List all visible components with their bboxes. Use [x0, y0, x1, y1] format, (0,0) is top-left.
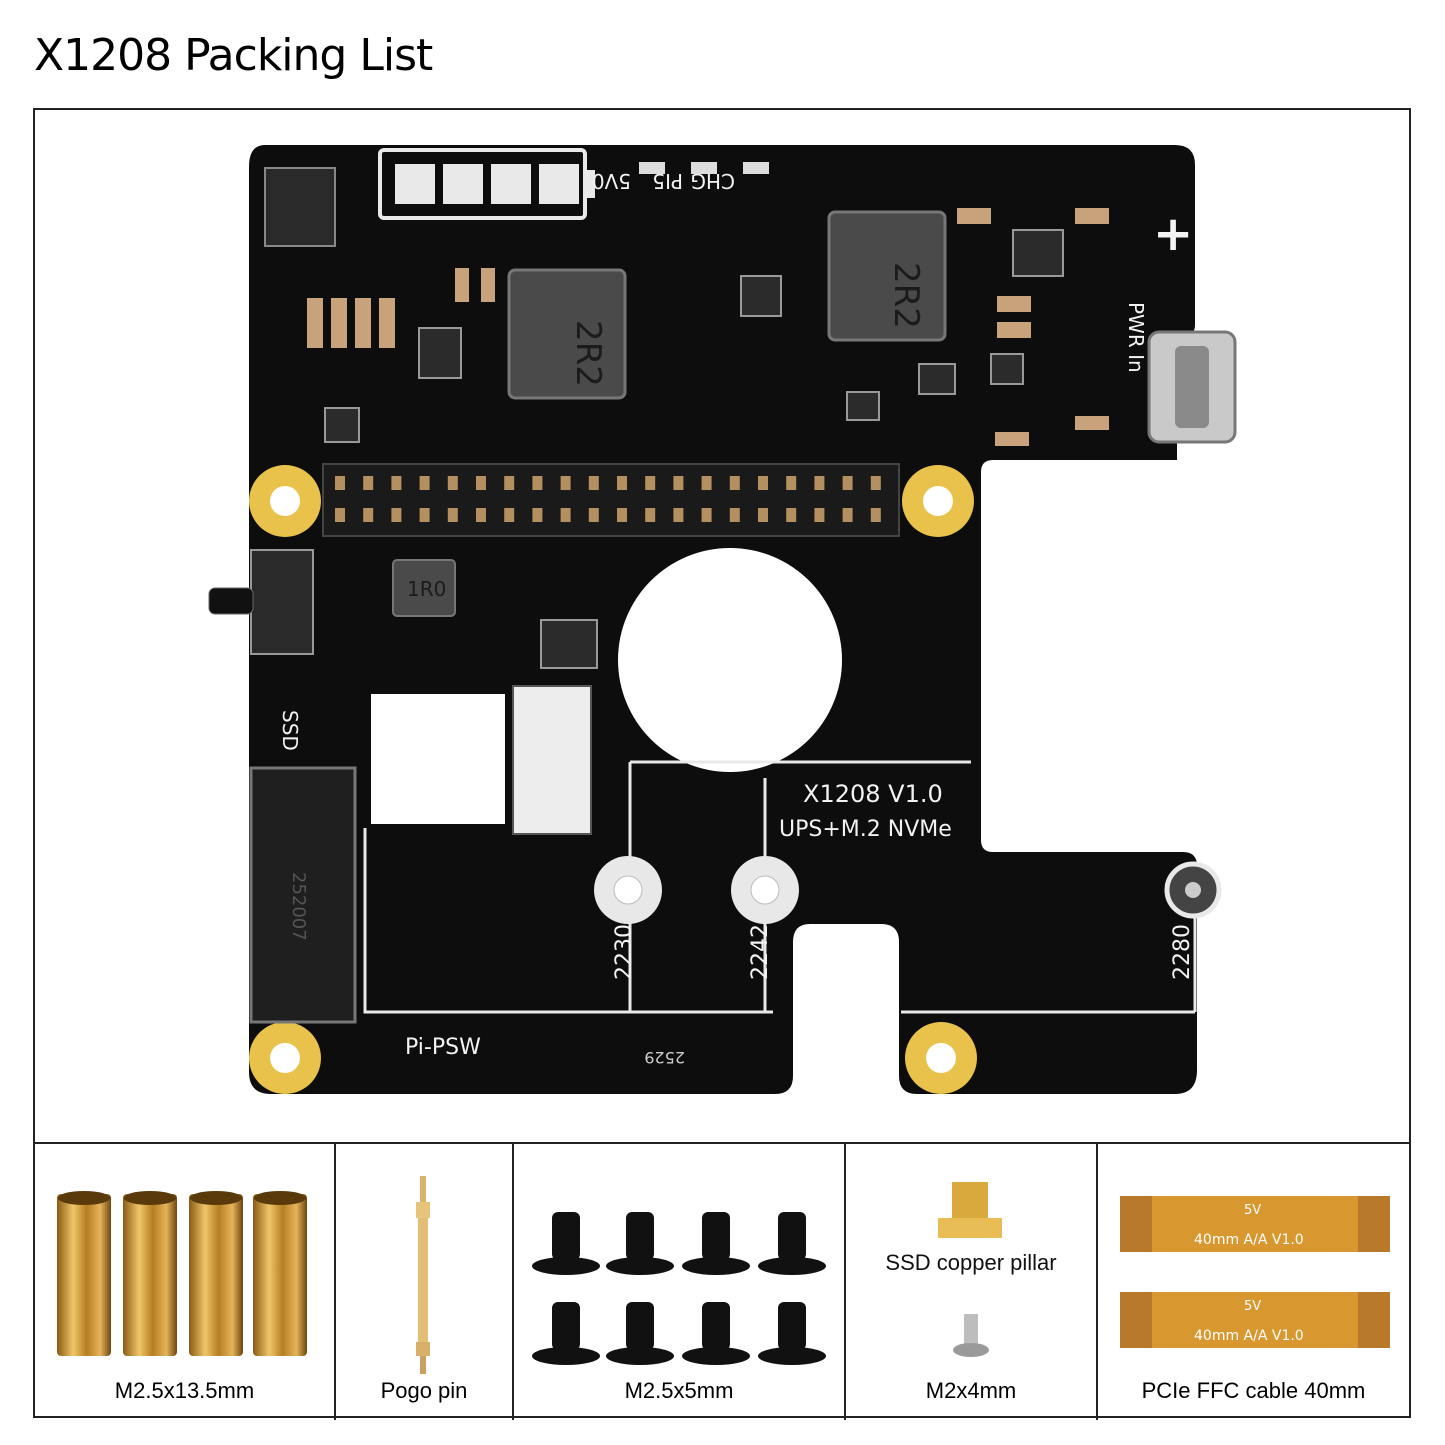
size-label-2242: 2242 [748, 924, 773, 980]
board-subtitle-text: UPS+M.2 NVMe [779, 817, 952, 842]
header-pin [504, 476, 515, 490]
header-pin [391, 508, 402, 522]
header-pin [560, 508, 571, 522]
header-pin [673, 476, 684, 490]
led-label-5v0: 5V0 [592, 169, 631, 193]
accessory-label: PCIe FFC cable 40mm [1141, 1378, 1366, 1403]
header-pin [617, 508, 627, 522]
header-pin [588, 476, 599, 490]
header-pin [391, 476, 402, 490]
page-title: X1208 Packing List [34, 30, 433, 81]
header-pin [701, 508, 712, 522]
header-pin [786, 508, 797, 522]
ssd-label: SSD [278, 710, 302, 751]
accessory-m25-screws: M2.5x5mm [514, 1144, 846, 1420]
ffc-text-5v: 5V [1244, 1299, 1261, 1314]
header-pin [701, 476, 712, 490]
plus-sign: + [1153, 206, 1193, 262]
silver-screw-icon [953, 1314, 989, 1357]
header-pin [363, 476, 374, 490]
accessory-ffc-cables: 5V 40mm A/A V1.0 5V 40mm A/A V1.0 PCIe F… [1098, 1144, 1409, 1420]
black-screw-icon [532, 1212, 826, 1365]
copper-pillar-icon [938, 1182, 1002, 1238]
copper-pillar-label: SSD copper pillar [885, 1250, 1057, 1275]
header-pin [870, 476, 881, 490]
header-pin [870, 508, 881, 522]
ffc-cable-icon: 5V 40mm A/A V1.0 5V 40mm A/A V1.0 [1120, 1196, 1390, 1348]
header-pin [645, 508, 656, 522]
header-pin [532, 508, 543, 522]
header-pin [814, 508, 825, 522]
accessory-standoffs: M2.5x13.5mm [35, 1144, 336, 1420]
header-pin [335, 508, 345, 522]
header-pin [842, 508, 853, 522]
accessory-pogo-pin: Pogo pin [336, 1144, 514, 1420]
header-pin [447, 476, 458, 490]
accessories-row: M2.5x13.5mm Pogo pin [35, 1142, 1409, 1420]
header-pin [532, 476, 543, 490]
header-pin [758, 476, 768, 490]
board-image-area: CHG PI5 5V0 2R2 2R2 [35, 110, 1409, 1142]
accessory-label: Pogo pin [380, 1378, 468, 1403]
header-pin [729, 476, 740, 490]
header-pin [363, 508, 374, 522]
header-pin [560, 476, 571, 490]
header-pin [814, 476, 825, 490]
header-pin [335, 476, 345, 490]
header-pin [476, 476, 486, 490]
header-pin [419, 476, 430, 490]
accessory-label: M2.5x13.5mm [114, 1378, 255, 1403]
packing-list-frame: CHG PI5 5V0 2R2 2R2 [33, 108, 1411, 1420]
header-pin [842, 476, 853, 490]
ffc-text-length: 40mm A/A V1.0 [1194, 1232, 1304, 1248]
accessory-label: M2x4mm [925, 1378, 1017, 1403]
inductor-label-2: 2R2 [886, 262, 926, 329]
board-model-text: X1208 V1.0 [803, 780, 943, 808]
size-label-2230: 2230 [612, 924, 637, 980]
mounting-holes [249, 465, 977, 1094]
header-pin [419, 508, 430, 522]
header-pin [447, 508, 458, 522]
m2-connector-code: 252007 [288, 872, 309, 941]
header-pin [786, 476, 797, 490]
size-label-2280: 2280 [1170, 924, 1195, 980]
date-code: 2529 [644, 1048, 685, 1067]
ffc-text-length: 40mm A/A V1.0 [1194, 1328, 1304, 1344]
header-pin [504, 508, 515, 522]
ffc-text-5v: 5V [1244, 1203, 1261, 1218]
inductor-label-1: 2R2 [568, 320, 608, 387]
header-pin [729, 508, 740, 522]
header-pin [758, 508, 768, 522]
small-inductor-label: 1R0 [407, 577, 446, 601]
pwr-in-label: PWR In [1124, 302, 1148, 373]
brass-standoff-icon [57, 1191, 307, 1356]
pi-psw-label: Pi-PSW [405, 1035, 481, 1060]
pcb-board: CHG PI5 5V0 2R2 2R2 [208, 145, 1237, 1094]
header-pin [673, 508, 684, 522]
header-pin [588, 508, 599, 522]
pogo-pin-icon [416, 1176, 430, 1374]
header-pin [645, 476, 656, 490]
header-pin [617, 476, 627, 490]
header-pin [476, 508, 486, 522]
accessory-label: M2.5x5mm [624, 1378, 734, 1403]
accessory-pillar-and-screw: SSD copper pillar M2x4mm [846, 1144, 1098, 1420]
